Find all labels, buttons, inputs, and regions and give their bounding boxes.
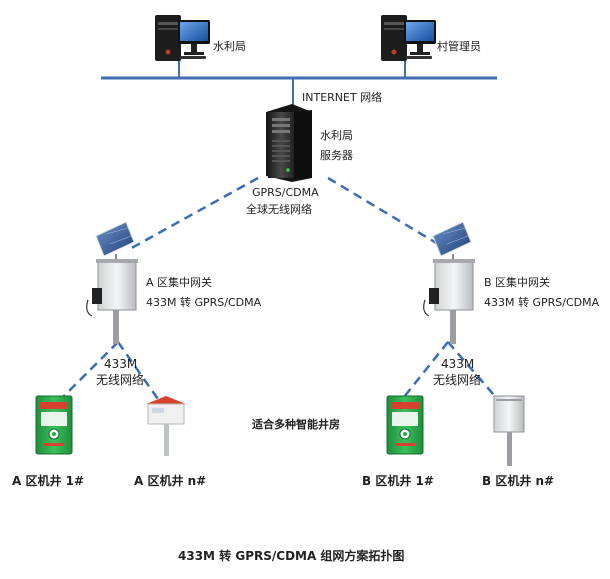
well-b1-label: B 区机井 1# <box>362 474 434 488</box>
server-icon <box>266 104 312 182</box>
gateway-a-label-line1: A 区集中网关 <box>146 276 213 289</box>
gprs-label-line2: 全球无线网络 <box>246 203 312 216</box>
wireless-a-label-line1: 433M <box>104 357 138 371</box>
internet-label: INTERNET 网络 <box>302 91 383 104</box>
wireless-a-label-line2: 无线网络 <box>96 373 145 387</box>
wireless-links <box>57 176 501 403</box>
diagram-caption: 433M 转 GPRS/CDMA 组网方案拓扑图 <box>178 549 405 563</box>
well-bn-label: B 区机井 n# <box>482 474 555 488</box>
suitable-note: 适合多种智能井房 <box>252 418 340 431</box>
wireless-b-label-line1: 433M <box>441 357 475 371</box>
gateway-a-label-line2: 433M 转 GPRS/CDMA <box>146 296 262 309</box>
pc-village-admin-label: 村管理员 <box>437 40 481 53</box>
pc-water-bureau-label: 水利局 <box>213 40 246 53</box>
server-label-line2: 服务器 <box>320 149 353 162</box>
server-label-line1: 水利局 <box>320 129 353 142</box>
well-b1-cabinet-icon <box>386 395 424 455</box>
internet-backbone <box>101 60 497 112</box>
pc-water-bureau-icon <box>155 15 210 61</box>
pc-village-admin-icon <box>381 15 436 61</box>
gateway-b-label-line1: B 区集中网关 <box>484 276 551 289</box>
gprs-label-line1: GPRS/CDMA <box>252 186 319 199</box>
well-bn-box-icon <box>493 395 525 466</box>
well-a1-cabinet-icon <box>35 395 73 455</box>
well-an-box-icon <box>146 396 186 456</box>
well-a1-label: A 区机井 1# <box>12 474 85 488</box>
gateway-b-icon <box>423 221 475 344</box>
gateway-a-icon <box>86 221 138 344</box>
well-an-label: A 区机井 n# <box>134 474 207 488</box>
wireless-b-label-line2: 无线网络 <box>433 373 482 387</box>
gateway-b-label-line2: 433M 转 GPRS/CDMA <box>484 296 600 309</box>
